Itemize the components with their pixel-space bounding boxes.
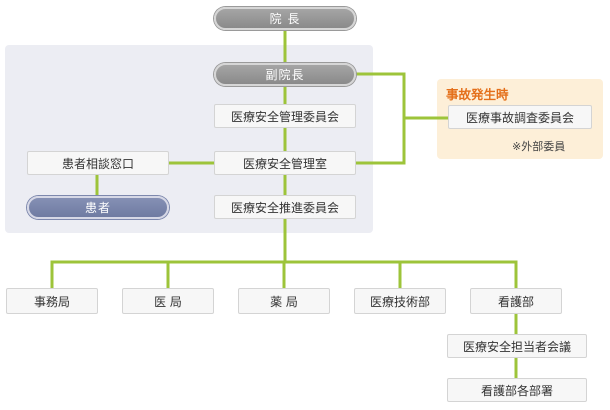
connector-vice-accident <box>353 72 406 165</box>
department-label: 看護部 <box>497 294 534 309</box>
safety-staff-meeting-label: 医療安全担当者会議 <box>462 339 571 354</box>
accident-investigation-committee-label: 医療事故調査委員会 <box>465 110 574 125</box>
department-label: 事務局 <box>33 294 70 309</box>
department-label: 医療技術部 <box>369 294 430 309</box>
external-member-note: ※外部委員 <box>512 140 566 153</box>
accident-investigation-committee-node: 医療事故調査委員会 <box>448 105 592 129</box>
patient-consultation-window-label: 患者相談窓口 <box>61 156 134 171</box>
department-node: 医療技術部 <box>354 288 446 314</box>
director-node: 院 長 <box>214 7 356 30</box>
accident-section-title: 事故発生時 <box>446 87 509 102</box>
vice-director-node: 副院長 <box>214 63 356 86</box>
nursing-units-node: 看護部各部署 <box>447 378 587 402</box>
safety-management-committee-node: 医療安全管理委員会 <box>214 104 356 128</box>
safety-promotion-committee-label: 医療安全推進委員会 <box>230 200 339 215</box>
patient-consultation-window-node: 患者相談窓口 <box>27 151 169 175</box>
safety-promotion-committee-node: 医療安全推進委員会 <box>214 195 356 219</box>
director-label: 院 長 <box>269 12 301 26</box>
nursing-units-label: 看護部各部署 <box>480 383 553 398</box>
safety-management-committee-label: 医療安全管理委員会 <box>230 109 339 124</box>
department-node: 薬 局 <box>238 288 330 314</box>
department-label: 医 局 <box>154 294 182 309</box>
patient-node: 患者 <box>27 196 169 219</box>
safety-staff-meeting-node: 医療安全担当者会議 <box>447 334 587 358</box>
patient-label: 患者 <box>84 201 111 215</box>
department-node: 医 局 <box>122 288 214 314</box>
department-label: 薬 局 <box>270 294 298 309</box>
safety-management-office-label: 医療安全管理室 <box>242 156 327 171</box>
vice-director-label: 副院長 <box>265 68 305 82</box>
department-node: 看護部 <box>470 288 562 314</box>
safety-management-office-node: 医療安全管理室 <box>214 151 356 175</box>
department-node: 事務局 <box>6 288 98 314</box>
